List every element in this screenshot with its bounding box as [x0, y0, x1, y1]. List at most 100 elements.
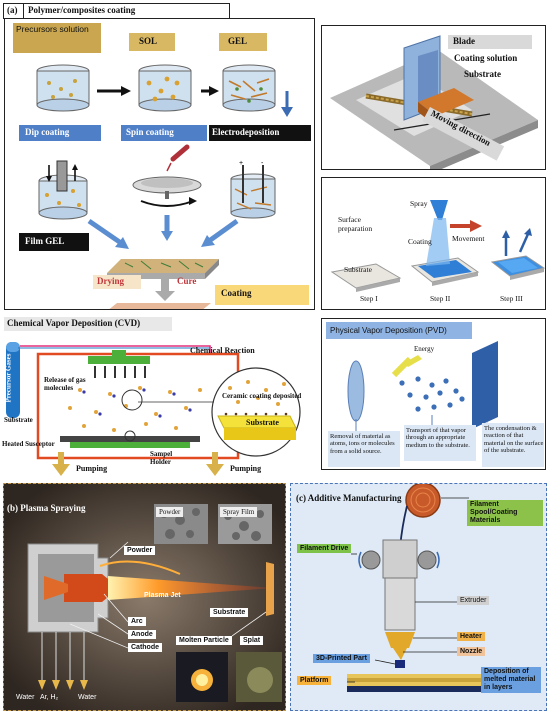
powder-label: Powder [124, 546, 156, 555]
step1-label: Step I [360, 294, 378, 303]
sol-label: SOL [139, 36, 158, 46]
cvd-artwork [6, 342, 301, 476]
ar-h2-label: Ar, H₂ [40, 694, 59, 701]
dip-box [19, 125, 101, 141]
molten-particle-label: Molten Particle [176, 636, 232, 645]
pvd-artwork [347, 341, 511, 436]
coating-box [215, 285, 309, 305]
beaker-sol [138, 64, 192, 112]
spray-label: Spray [410, 199, 428, 208]
plasma-jet-label: Plasma Jet [144, 592, 181, 599]
blade-label: Blade [453, 36, 476, 46]
ceramic-label: Ceramic coating deposited [222, 392, 302, 400]
gel-label: GEL [228, 36, 248, 46]
spray-coating-label: Coating [408, 237, 432, 246]
gel-box [219, 33, 267, 51]
step3-label: Step III [500, 294, 523, 303]
pvd-note1-box [328, 431, 400, 467]
blade-label-box [448, 35, 532, 49]
cvd-substrate-box-label: Substrate [246, 418, 279, 427]
panel-a-title-divider [23, 3, 25, 19]
spin-label: Spin coating [126, 127, 174, 137]
extruder-label: Extruder [457, 596, 490, 605]
nozzle-label: Nozzle [457, 647, 486, 656]
sol-gel-artwork: + - [36, 64, 293, 309]
precursor-gases-label: Precursor Gases [4, 353, 13, 403]
pumping-left-label: Pumping [76, 464, 108, 473]
cvd-title-box [4, 317, 172, 331]
electrodeposition-beaker: + - [230, 160, 276, 219]
dip-label: Dip coating [25, 127, 70, 137]
spray-substrate-label: Substrate [344, 265, 372, 274]
water-right-label: Water [78, 694, 97, 701]
precursor-label: Precursors solution [16, 24, 89, 34]
spin-coating-disc [132, 144, 202, 207]
pvd-note3: The condensation & reaction of that mate… [484, 425, 544, 455]
additive-title: (c) Additive Manufacturing [296, 493, 402, 503]
spray-coating-panel: Surface preparation Spray Movement Coati… [321, 177, 546, 310]
drying-box [93, 275, 141, 289]
plasma-substrate-label: Substrate [210, 608, 249, 617]
spin-box [121, 125, 207, 141]
step2-substrate [410, 200, 482, 286]
release-label: Release of gas molecules [44, 376, 86, 393]
spray-coating-artwork [330, 200, 545, 292]
film-gel-label: Film GEL [25, 236, 65, 246]
heated-susceptor-label: Heated Susceptor [2, 440, 55, 448]
powder-image-label: Powder [156, 507, 184, 517]
pvd-note2-box [404, 425, 476, 461]
platform-label: Platform [297, 676, 332, 685]
anode-label: Anode [128, 630, 156, 639]
step1-substrate [330, 263, 402, 292]
svg-text:+: + [239, 160, 243, 167]
step3-substrate [490, 228, 545, 280]
plasma-title: (b) Plasma Spraying [7, 503, 86, 513]
beaker-precursor [36, 64, 90, 112]
panel-a-tag: (a) [7, 5, 18, 15]
water-left-label: Water [16, 694, 35, 701]
spray-film-image-label: Spray Film [220, 507, 258, 517]
step2-label: Step II [430, 294, 451, 303]
spool-label: Filament Spool/Coating Materials [467, 500, 543, 527]
heater-label: Heater [457, 632, 485, 641]
drying-label: Drying [97, 276, 124, 286]
filament-drive-label: Filament Drive [297, 544, 352, 553]
cathode-label: Cathode [128, 643, 162, 652]
panel-a-title: Polymer/composites coating [28, 5, 136, 15]
plasma-artwork [4, 484, 285, 710]
electro-box [209, 125, 311, 141]
blade-coating-panel: Blade Coating solution Substrate Moving … [321, 25, 546, 170]
movement-label: Movement [452, 234, 485, 243]
arc-label: Arc [128, 617, 146, 626]
sample-holder-label: Sampel Holder [150, 450, 173, 467]
panel-a-title-box [3, 3, 230, 19]
cvd-diagram: Precursor Gases Chemical Reaction Releas… [0, 332, 320, 482]
chemical-reaction-label: Chemical Reaction [190, 346, 255, 355]
pvd-note1: Removal of material as atoms, ions or mo… [330, 433, 395, 455]
film-gel-box [19, 233, 89, 251]
pvd-panel: Physical Vapor Deposition (PVD) Energy R… [321, 318, 546, 470]
final-coating-slab [109, 303, 211, 309]
deposition-label: Deposition of melted material in layers [481, 667, 541, 694]
svg-text:-: - [261, 160, 264, 167]
sol-gel-panel: + - Precursors solution SOL GEL Dip coat… [4, 18, 315, 310]
pvd-note2: Transport of that vapor through an appro… [406, 427, 470, 449]
printed-part-label: 3D-Printed Part [313, 654, 370, 663]
plasma-panel: (b) Plasma Spraying Powder Spray Film Po… [3, 483, 286, 711]
precursor-box [13, 23, 101, 53]
coating-solution-label: Coating solution [454, 53, 518, 63]
blade-substrate-label: Substrate [464, 69, 502, 79]
cvd-substrate-label: Substrate [4, 416, 33, 424]
surface-prep-label: Surface preparation [338, 215, 373, 233]
dip-coating-beaker [38, 160, 88, 220]
pvd-title-box [326, 322, 472, 339]
energy-label: Energy [414, 345, 435, 353]
splat-label: Splat [240, 636, 264, 645]
beaker-gel [222, 64, 276, 112]
additive-panel: (c) Additive Manufacturing Filament Spoo… [290, 483, 547, 711]
sol-box [129, 33, 175, 51]
cure-label: Cure [177, 276, 197, 286]
electro-label: Electrodeposition [212, 127, 280, 137]
additive-artwork [347, 484, 499, 692]
cvd-title: Chemical Vapor Deposition (CVD) [7, 318, 141, 328]
